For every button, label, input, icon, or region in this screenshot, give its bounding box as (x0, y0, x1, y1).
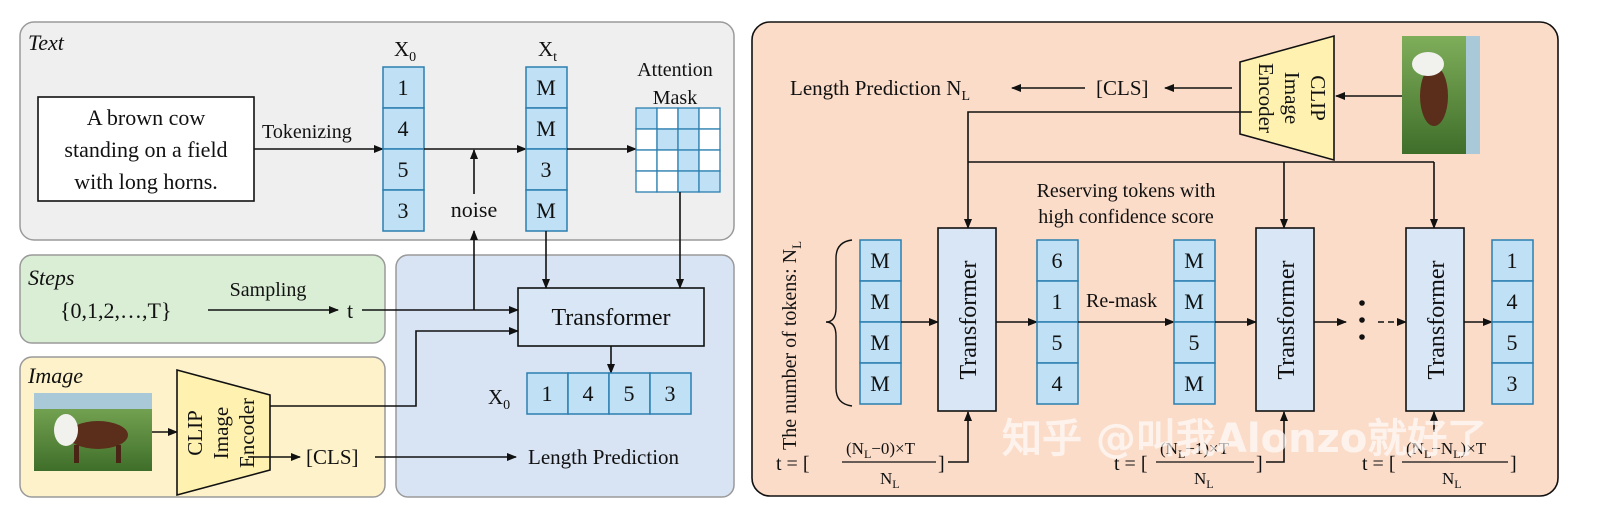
output-token-row: 1 4 5 3 (526, 372, 692, 415)
clip-encoder-right (1239, 34, 1335, 162)
steps-panel (19, 254, 386, 344)
brace (825, 239, 853, 407)
token: M (870, 248, 890, 273)
svg-text:]: ] (1256, 453, 1263, 475)
xt-token: M (536, 198, 556, 223)
transformer-label: Transformer (551, 305, 670, 331)
timestep-formula-3: t = [ (NL−NL)×T NL ] (1362, 411, 1517, 491)
token: M (1184, 371, 1204, 396)
token: M (1184, 248, 1204, 273)
svg-text:(NL−0)×T: (NL−0)×T (846, 439, 916, 461)
transformer-2-label: Transformer (1274, 260, 1300, 379)
clip-right-line-1: CLIP (1306, 75, 1330, 121)
reserving-line-2: high confidence score (1038, 206, 1214, 228)
num-tokens-label: The number of tokens: NL (779, 241, 804, 450)
length-prediction-label: Length Prediction (528, 445, 680, 469)
clip-encoder-left (176, 368, 271, 497)
token: 5 (1052, 330, 1063, 355)
cow-photo (34, 393, 152, 471)
output-token: 4 (583, 381, 594, 406)
svg-text:NL: NL (1442, 469, 1462, 491)
cow-photo-rotated (1402, 36, 1480, 154)
token: 1 (1052, 289, 1063, 314)
token: 4 (1052, 371, 1063, 396)
attention-mask-grid (635, 107, 721, 193)
text-panel-label: Text (28, 30, 65, 55)
token-column-final: 1 4 5 3 (1491, 239, 1534, 405)
transformer-1-label: Transformer (956, 260, 982, 379)
x0-token: 4 (398, 116, 409, 141)
tokenizing-label: Tokenizing (262, 121, 352, 143)
caption-line-2: standing on a field (64, 137, 227, 162)
svg-text:]: ] (938, 453, 945, 475)
token-column-remasked: M M 5 M (1173, 239, 1216, 405)
cls-token: [CLS] (306, 445, 359, 469)
x0-token: 1 (398, 75, 409, 100)
clip-right-line-3: Encoder (1254, 63, 1278, 133)
output-token: 3 (665, 381, 676, 406)
transformer-3-label: Transformer (1424, 260, 1450, 379)
output-token: 1 (542, 381, 553, 406)
x0-token: 5 (398, 157, 409, 182)
output-token: 5 (624, 381, 635, 406)
xt-token: M (536, 75, 556, 100)
token: M (870, 371, 890, 396)
xt-token: M (536, 116, 556, 141)
token: 3 (1507, 371, 1518, 396)
caption-box (37, 96, 255, 202)
x0-token: 3 (398, 198, 409, 223)
caption-line-3: with long horns. (74, 169, 218, 194)
remask-label: Re-mask (1086, 290, 1157, 312)
token: 5 (1189, 330, 1200, 355)
svg-text:t = [: t = [ (1362, 453, 1396, 475)
token: M (1184, 289, 1204, 314)
token-column-predicted: 6 1 5 4 (1036, 239, 1079, 405)
timestep-formula-1: t = [ (NL−0)×T NL ] (776, 411, 972, 491)
noise-label: noise (451, 197, 497, 222)
svg-text:NL: NL (1194, 469, 1214, 491)
ellipsis (1359, 300, 1365, 340)
svg-text:t = [: t = [ (1114, 453, 1148, 475)
xt-token-column: M M 3 M (525, 66, 568, 232)
token: 5 (1507, 330, 1518, 355)
attention-mask-label-2: Mask (653, 87, 697, 109)
token: M (870, 330, 890, 355)
token: 6 (1052, 248, 1063, 273)
svg-text:NL: NL (880, 469, 900, 491)
t-variable: t (347, 298, 353, 323)
token: 1 (1507, 248, 1518, 273)
attention-mask-label-1: Attention (637, 59, 713, 81)
sampling-label: Sampling (230, 279, 307, 301)
caption-line-1: A brown cow (87, 105, 206, 130)
token: 4 (1507, 289, 1518, 314)
watermark: 知乎 @叫我Alonzo就好了 (1002, 416, 1487, 462)
xt-label: Xt (538, 37, 557, 65)
x0-token-column: 1 4 5 3 (382, 66, 425, 232)
transformer-step-2 (1255, 227, 1315, 412)
reserving-line-1: Reserving tokens with (1037, 180, 1216, 202)
clip-line-2: Image (209, 407, 233, 459)
cls-token-right: [CLS] (1096, 76, 1149, 100)
transformer-step-1 (937, 227, 997, 412)
token-column-masked: M M M M (859, 239, 902, 405)
svg-text:]: ] (1510, 453, 1517, 475)
svg-text:t = [: t = [ (776, 453, 810, 475)
svg-text:(NL−NL)×T: (NL−NL)×T (1406, 439, 1487, 461)
clip-line-1: CLIP (183, 410, 207, 456)
timestep-formula-2: t = [ (NL−1)×T NL ] (1114, 411, 1288, 491)
clip-right-line-2: Image (1280, 72, 1304, 124)
steps-set: {0,1,2,…,T} (60, 298, 172, 323)
image-panel-label: Image (27, 363, 83, 388)
token: M (870, 289, 890, 314)
length-prediction-nl: Length Prediction NL (790, 76, 970, 104)
xt-token: 3 (541, 157, 552, 182)
transformer-step-3 (1405, 227, 1465, 412)
svg-text:(NL−1)×T: (NL−1)×T (1160, 439, 1230, 461)
steps-panel-label: Steps (28, 265, 74, 290)
